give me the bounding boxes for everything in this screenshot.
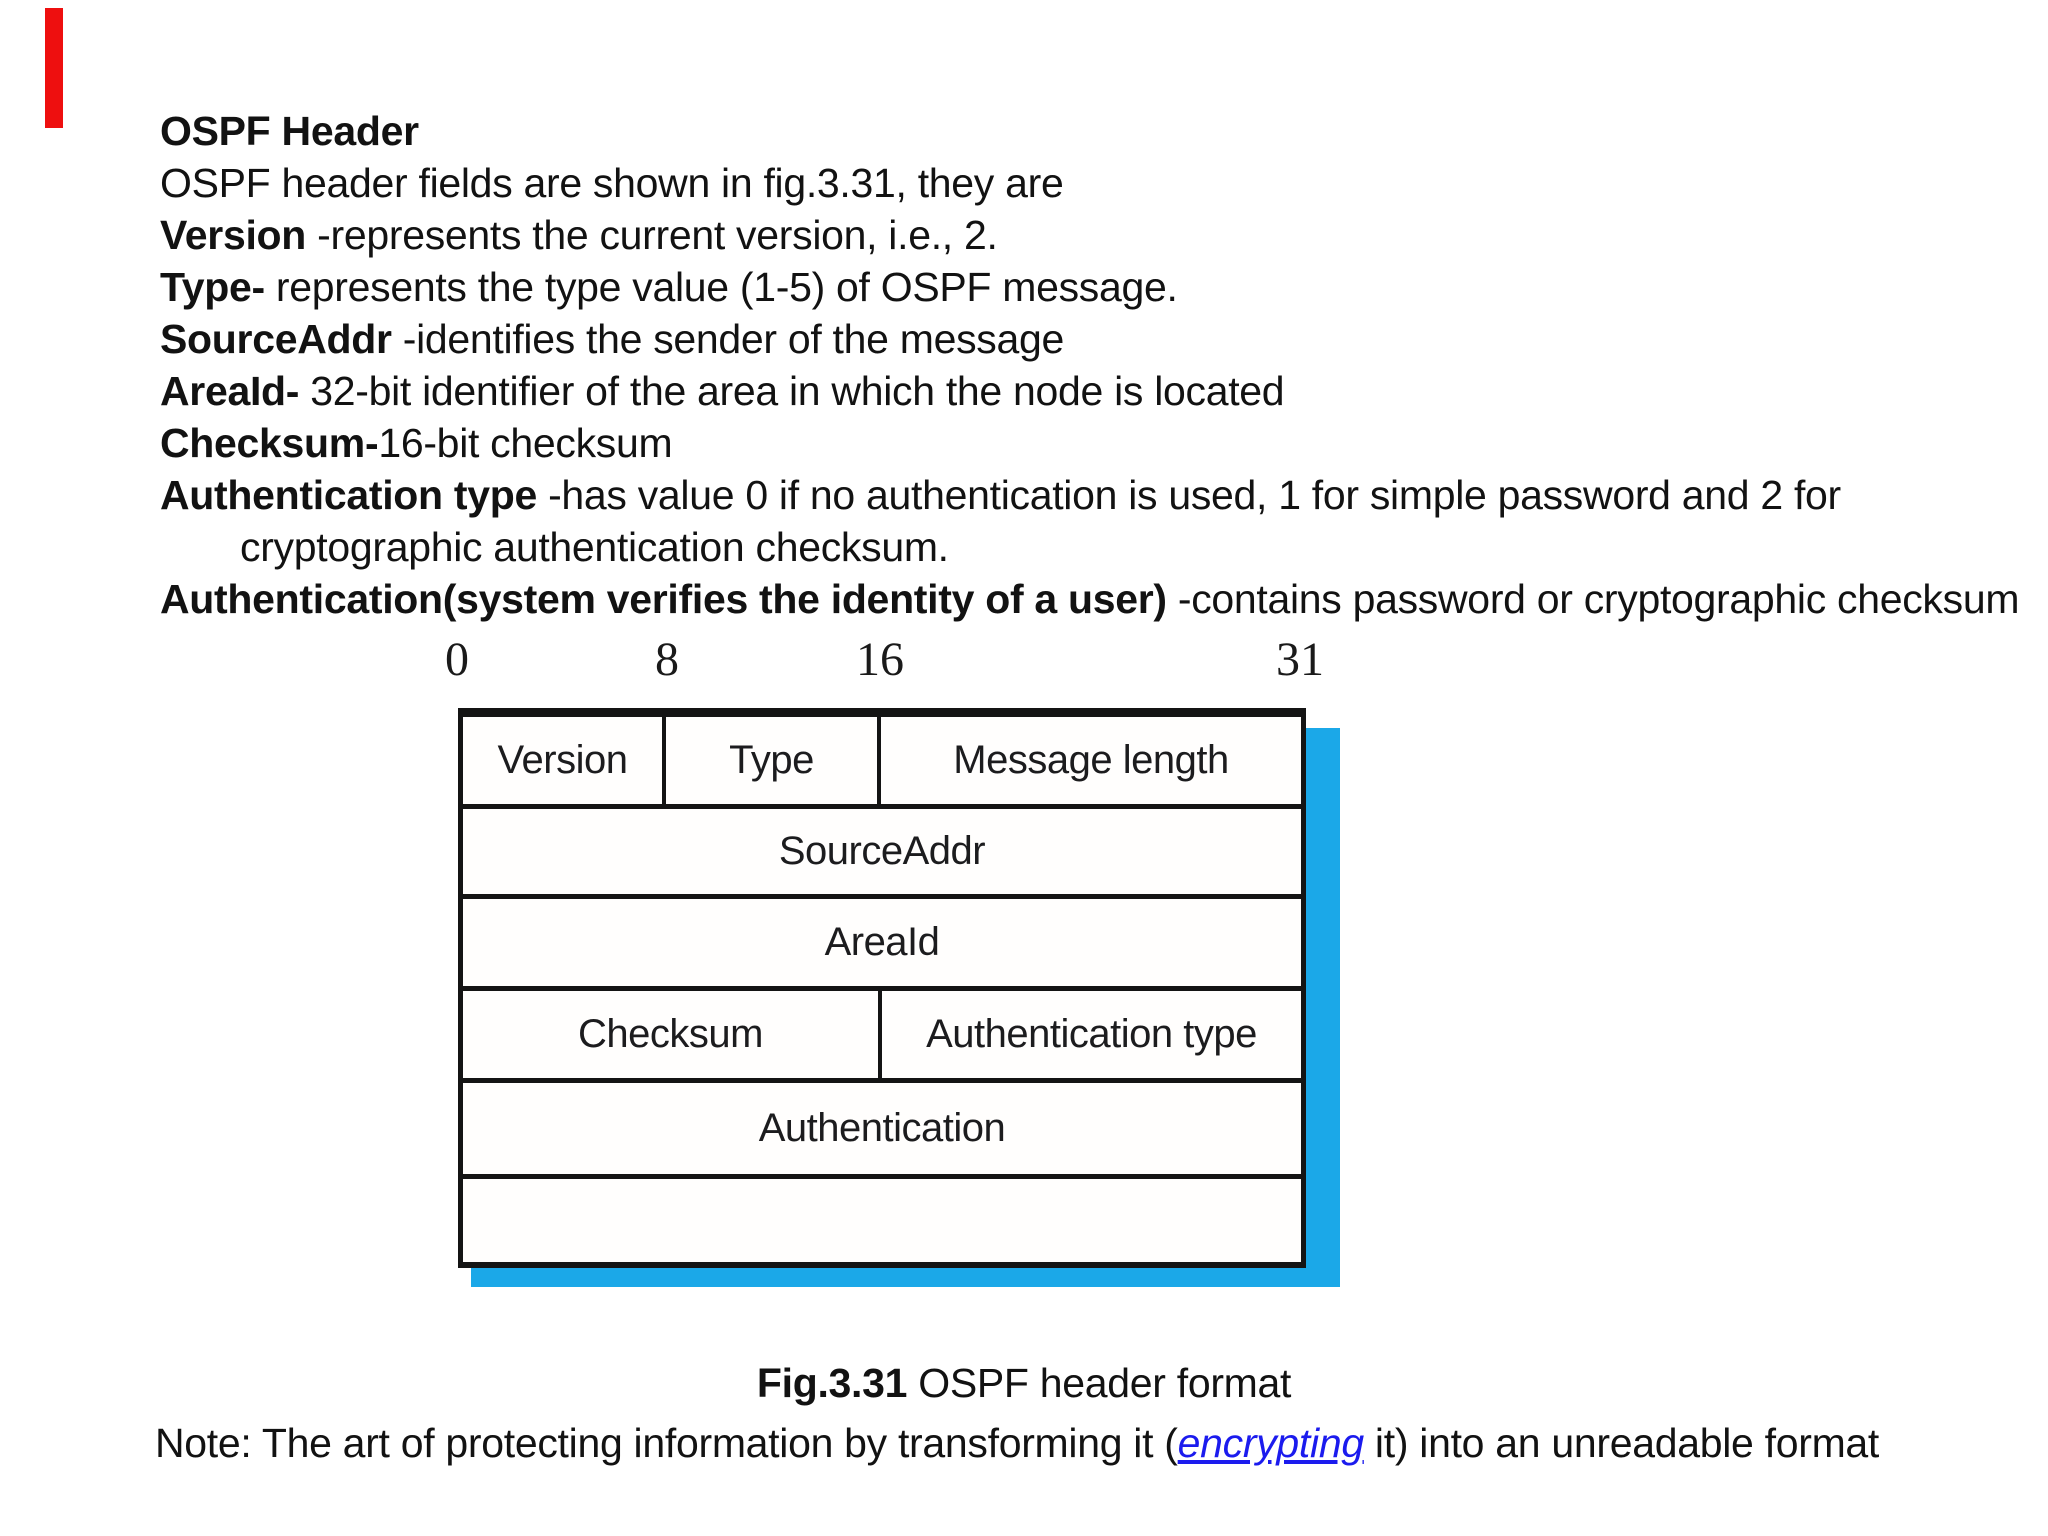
text-line-authentication: Authentication(system verifies the ident… xyxy=(160,576,2020,622)
title-text: OSPF Header xyxy=(160,108,419,154)
table-row: Version Type Message length xyxy=(463,717,1301,809)
encrypting-link[interactable]: encrypting xyxy=(1177,1420,1364,1466)
bit-label-16: 16 xyxy=(856,633,904,686)
cell-type: Type xyxy=(666,717,881,804)
table-row-empty xyxy=(463,1179,1301,1262)
cell-authentication-type: Authentication type xyxy=(926,1012,1257,1056)
figure-caption-text: OSPF header format xyxy=(907,1360,1292,1406)
text-line-areaid: AreaId- 32-bit identifier of the area in… xyxy=(160,368,1285,414)
cell-empty xyxy=(463,1179,1301,1262)
cell-authentication: Authentication xyxy=(758,1106,1006,1150)
text-line-type: Type- represents the type value (1-5) of… xyxy=(160,264,1178,310)
text-line-checksum: Checksum-16-bit checksum xyxy=(160,420,673,466)
text-line: OSPF header fields are shown in fig.3.31… xyxy=(160,160,1064,206)
body-text-block: OSPF Header OSPF header fields are shown… xyxy=(160,105,2020,625)
table-row: Checksum Authentication type xyxy=(463,991,1301,1083)
bit-label-31: 31 xyxy=(1276,633,1324,686)
text-line-version: Version -represents the current version,… xyxy=(160,212,998,258)
cell-message-length: Message length xyxy=(953,738,1229,782)
cell-version: Version xyxy=(463,717,666,804)
cell-sourceaddr: SourceAddr xyxy=(778,829,986,873)
figure-number: Fig.3.31 xyxy=(756,1360,908,1406)
cell-areaid: AreaId xyxy=(824,920,940,964)
bit-label-0: 0 xyxy=(445,633,469,686)
figure-caption: Fig.3.31 OSPF header format xyxy=(0,1360,2048,1407)
note-text: Note: The art of protecting information … xyxy=(155,1420,1880,1466)
page-title: OSPF Header xyxy=(160,105,2000,157)
table-row: SourceAddr xyxy=(463,809,1301,899)
header-format-table: Version Type Message length SourceAddr A… xyxy=(458,708,1306,1268)
text-line-authtype: Authentication type -has value 0 if no a… xyxy=(160,472,1841,518)
text-line-continuation: cryptographic authentication checksum. xyxy=(240,524,949,570)
bit-label-8: 8 xyxy=(655,633,679,686)
cell-checksum: Checksum xyxy=(463,991,882,1078)
red-marker-bar xyxy=(45,8,63,128)
table-row: Authentication xyxy=(463,1083,1301,1179)
text-line-sourceaddr: SourceAddr -identifies the sender of the… xyxy=(160,316,1064,362)
table-row: AreaId xyxy=(463,899,1301,991)
